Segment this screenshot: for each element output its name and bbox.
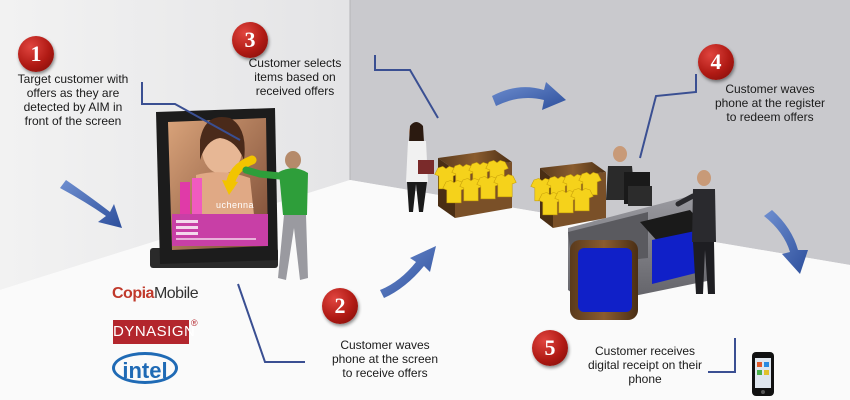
dynasign-registered-mark: ® — [191, 318, 198, 328]
step-2-caption-line: phone at the screen — [331, 352, 439, 366]
step-3-caption: Customer selects items based on received… — [236, 56, 354, 98]
intel-logo-text: intel — [122, 358, 168, 383]
step-5-caption-line: digital receipt on their — [587, 358, 703, 372]
flow-arrow-1 — [60, 180, 122, 228]
screen-ad-brand: uchenna — [216, 200, 255, 210]
step-5-caption-line: phone — [628, 372, 662, 386]
step-4-caption-line: phone at the register — [714, 96, 826, 110]
cashier-figure — [606, 146, 652, 206]
step-1-caption-line: front of the screen — [24, 114, 122, 128]
step-2-caption-line: Customer waves — [340, 338, 430, 352]
digital-signage-screen — [150, 108, 278, 268]
smartphone-icon — [752, 352, 774, 396]
callout-lines — [141, 55, 736, 373]
flow-arrow-3 — [492, 82, 566, 110]
step-2-caption: Customer waves phone at the screen to re… — [318, 338, 452, 380]
copiamobile-logo: CopiaMobile — [112, 285, 199, 303]
flow-arrow-4 — [764, 210, 808, 274]
customer-shopping-figure — [406, 122, 434, 212]
step-4-caption-line: to redeem offers — [726, 110, 814, 124]
yellow-shirts-right — [530, 172, 602, 216]
yellow-shirt — [442, 180, 466, 204]
dynasign-logo-text: DYNASIGN — [113, 323, 196, 340]
step-4-caption: Customer waves phone at the register to … — [700, 82, 840, 124]
step-1-caption-line: detected by AIM in — [23, 100, 123, 114]
intel-logo: intel — [112, 352, 178, 384]
yellow-shirts-left — [434, 160, 517, 204]
yellow-shirt — [476, 176, 500, 200]
step-5-badge: 5 — [532, 330, 568, 366]
step-4-caption-line: Customer waves — [725, 82, 815, 96]
copiamobile-logo-part1: Copia — [112, 285, 154, 302]
step-1-badge: 1 — [18, 36, 54, 72]
yellow-shirt — [493, 174, 517, 198]
flow-arrows — [60, 82, 808, 298]
step-1-caption-line: Target customer with — [17, 72, 129, 86]
step-1-caption: Target customer with offers as they are … — [2, 72, 144, 128]
step-5-caption: Customer receives digital receipt on the… — [568, 344, 722, 386]
step-3-caption-line: Customer selects — [248, 56, 342, 70]
flow-arrow-2 — [380, 246, 436, 298]
step-3-caption-line: items based on — [254, 70, 336, 84]
yellow-shirt — [570, 188, 594, 212]
copiamobile-logo-part2: Mobile — [153, 285, 199, 302]
step-2-caption-line: to receive offers — [342, 366, 428, 380]
customer-at-register-figure — [675, 170, 716, 294]
step-3-badge: 3 — [232, 22, 268, 58]
checkout-counter — [568, 195, 712, 320]
step-2-badge: 2 — [322, 288, 358, 324]
step-5-caption-line: Customer receives — [594, 344, 696, 358]
step-1-caption-line: offers as they are — [26, 86, 120, 100]
yellow-shirt — [459, 178, 483, 202]
dynasign-logo: DYNASIGN — [113, 320, 195, 344]
step-4-badge: 4 — [698, 44, 734, 80]
step-3-caption-line: received offers — [255, 84, 335, 98]
customer-at-screen-figure — [242, 151, 308, 280]
